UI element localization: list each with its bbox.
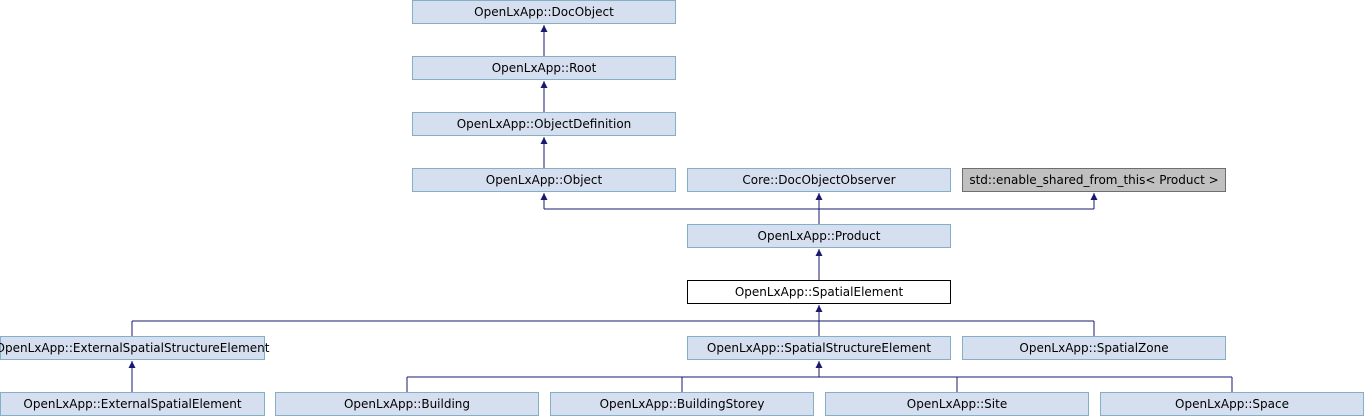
node-spatialstructureelement[interactable]: OpenLxApp::SpatialStructureElement (687, 336, 951, 360)
node-spatialelement: OpenLxApp::SpatialElement (687, 280, 951, 304)
node-enable-shared-from-this: std::enable_shared_from_this< Product > (962, 168, 1226, 192)
node-buildingstorey[interactable]: OpenLxApp::BuildingStorey (550, 392, 814, 416)
node-building[interactable]: OpenLxApp::Building (275, 392, 539, 416)
node-object[interactable]: OpenLxApp::Object (412, 168, 676, 192)
node-site[interactable]: OpenLxApp::Site (825, 392, 1089, 416)
node-space[interactable]: OpenLxApp::Space (1100, 392, 1364, 416)
node-docobject[interactable]: OpenLxApp::DocObject (412, 0, 676, 24)
node-externalspatialstructureelement[interactable]: OpenLxApp::ExternalSpatialStructureEleme… (0, 336, 270, 360)
node-externalspatialelement[interactable]: OpenLxApp::ExternalSpatialElement (0, 392, 265, 416)
node-root[interactable]: OpenLxApp::Root (412, 56, 676, 80)
node-objectdefinition[interactable]: OpenLxApp::ObjectDefinition (412, 112, 676, 136)
node-product[interactable]: OpenLxApp::Product (687, 224, 951, 248)
node-docobjectobserver[interactable]: Core::DocObjectObserver (687, 168, 951, 192)
node-spatialzone[interactable]: OpenLxApp::SpatialZone (962, 336, 1226, 360)
